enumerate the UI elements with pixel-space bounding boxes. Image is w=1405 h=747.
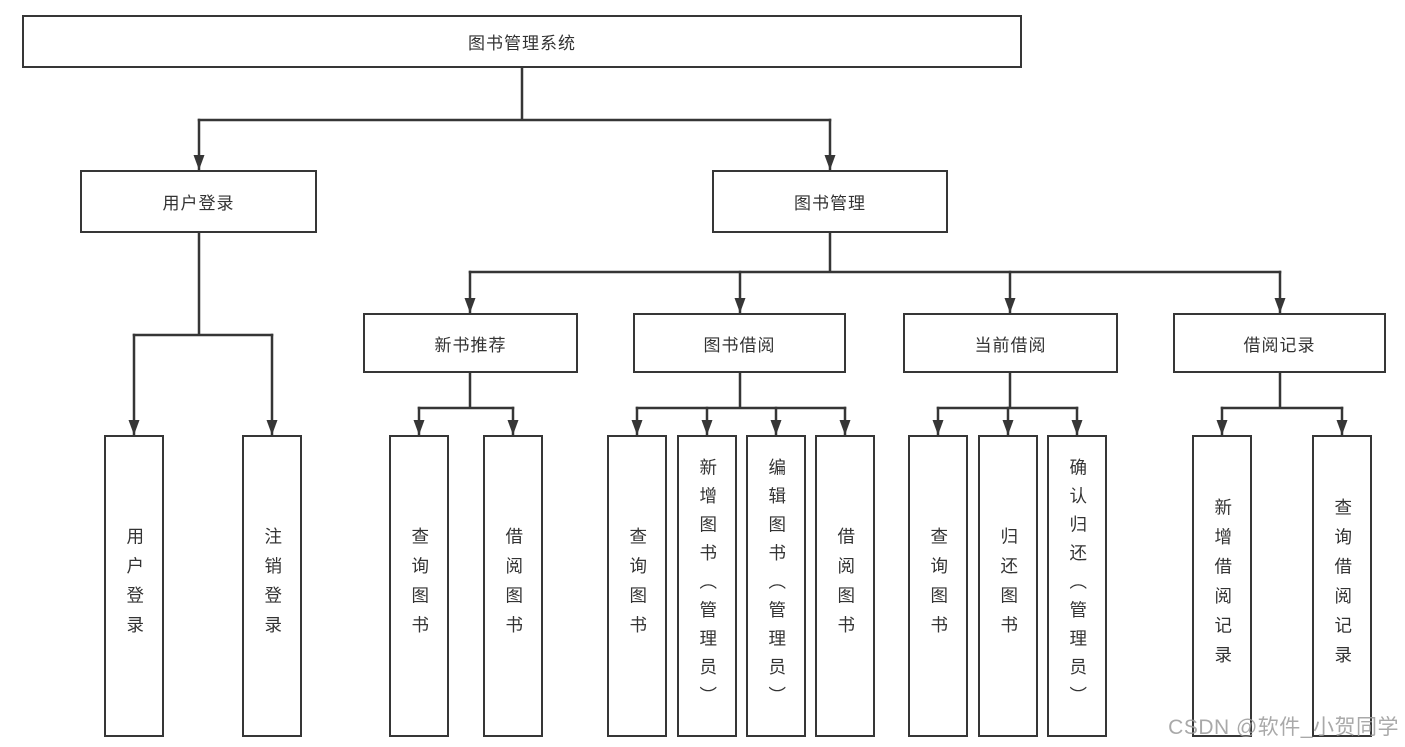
node-library-management-system: 图书管理系统 <box>22 15 1022 68</box>
node-leaf-query-books-1-label: 查询图书 <box>409 527 430 645</box>
node-leaf-add-books-admin: 新增图书（管理员） <box>677 435 737 737</box>
node-user-login-branch: 用户登录 <box>80 170 317 233</box>
node-leaf-query-books-2-label: 查询图书 <box>627 527 648 645</box>
node-user-login-branch-label: 用户登录 <box>162 194 235 213</box>
node-leaf-query-books-3-label: 查询图书 <box>928 527 949 645</box>
node-book-management-branch: 图书管理 <box>712 170 948 233</box>
node-leaf-user-login-label: 用户登录 <box>124 527 145 645</box>
node-leaf-return-books-label: 归还图书 <box>998 527 1019 645</box>
node-new-book-recommendation-label: 新书推荐 <box>434 335 507 355</box>
node-leaf-add-borrow-record: 新增借阅记录 <box>1192 435 1252 737</box>
node-leaf-query-borrow-record: 查询借阅记录 <box>1312 435 1372 737</box>
node-leaf-user-login: 用户登录 <box>104 435 164 737</box>
node-leaf-query-borrow-record-label: 查询借阅记录 <box>1332 497 1353 675</box>
node-leaf-borrow-books-1: 借阅图书 <box>483 435 543 737</box>
node-leaf-query-books-2: 查询图书 <box>607 435 667 737</box>
node-borrowing-records: 借阅记录 <box>1173 313 1386 373</box>
node-library-management-system-label: 图书管理系统 <box>468 34 576 53</box>
node-book-borrowing-label: 图书借阅 <box>703 335 776 355</box>
node-leaf-logout-label: 注销登录 <box>262 527 283 645</box>
node-leaf-edit-books-admin-label: 编辑图书（管理员） <box>766 457 787 715</box>
node-current-borrowing-label: 当前借阅 <box>974 335 1047 355</box>
node-book-borrowing: 图书借阅 <box>633 313 846 373</box>
node-leaf-borrow-books-2-label: 借阅图书 <box>835 527 856 645</box>
node-leaf-confirm-return-admin-label: 确认归还（管理员） <box>1067 457 1088 715</box>
node-leaf-return-books: 归还图书 <box>978 435 1038 737</box>
node-leaf-query-books-1: 查询图书 <box>389 435 449 737</box>
node-leaf-add-borrow-record-label: 新增借阅记录 <box>1212 497 1233 675</box>
node-borrowing-records-label: 借阅记录 <box>1243 335 1316 355</box>
csdn-watermark: CSDN @软件_小贺同学 <box>1168 716 1399 739</box>
node-current-borrowing: 当前借阅 <box>903 313 1118 373</box>
node-leaf-add-books-admin-label: 新增图书（管理员） <box>697 457 718 715</box>
node-new-book-recommendation: 新书推荐 <box>363 313 578 373</box>
node-leaf-confirm-return-admin: 确认归还（管理员） <box>1047 435 1107 737</box>
node-book-management-branch-label: 图书管理 <box>794 194 866 213</box>
node-leaf-edit-books-admin: 编辑图书（管理员） <box>746 435 806 737</box>
node-leaf-borrow-books-2: 借阅图书 <box>815 435 875 737</box>
node-leaf-query-books-3: 查询图书 <box>908 435 968 737</box>
node-leaf-borrow-books-1-label: 借阅图书 <box>503 527 524 645</box>
node-leaf-logout: 注销登录 <box>242 435 302 737</box>
